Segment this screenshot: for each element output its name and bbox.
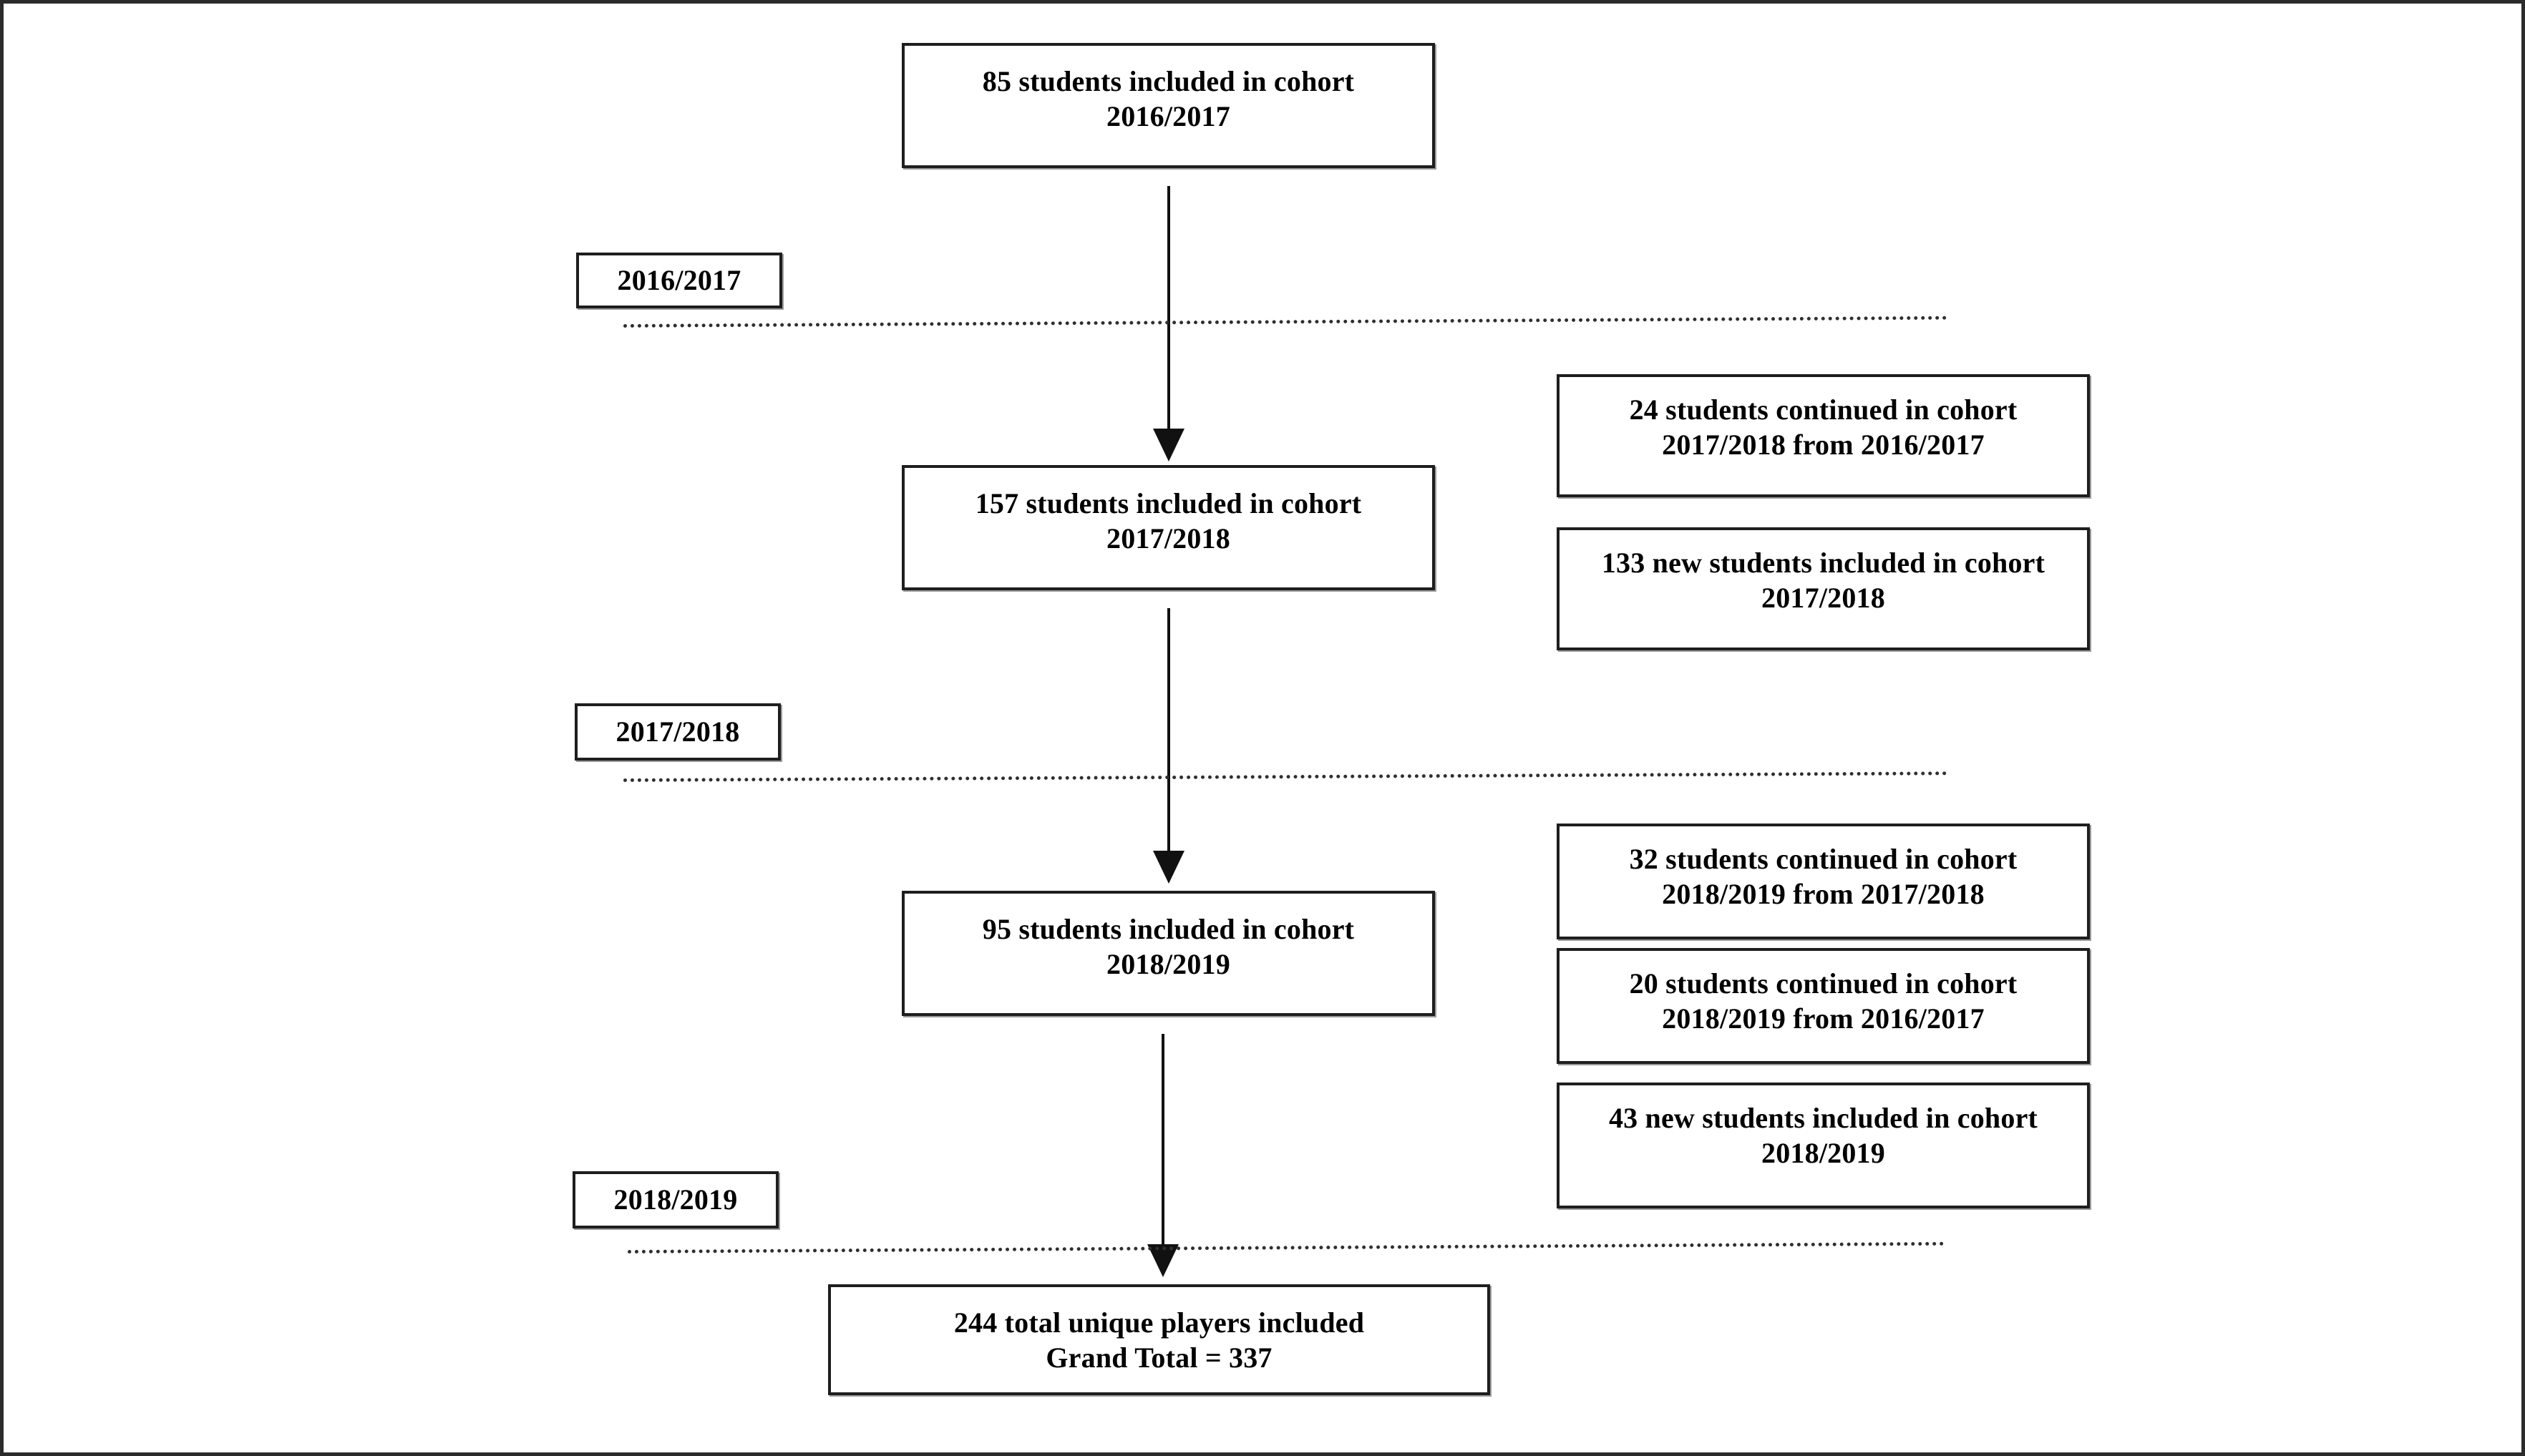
arrow-head-icon xyxy=(1153,851,1184,884)
flow-box-grand-total: 244 total unique players included Grand … xyxy=(828,1284,1490,1395)
year-tag-2017-2018: 2017/2018 xyxy=(575,703,781,761)
year-tag-2018-2019-label: 2018/2019 xyxy=(613,1183,738,1216)
phase-separator-2016-2017 xyxy=(623,316,1947,328)
annotation-box-continued-24: 24 students continued in cohort 2017/201… xyxy=(1557,374,2090,497)
flow-box-cohort-2017-2018: 157 students included in cohort 2017/201… xyxy=(902,465,1435,590)
annotation-box-new-133-label: 133 new students included in cohort 2017… xyxy=(1601,547,2045,614)
flow-box-cohort-2017-2018-label: 157 students included in cohort 2017/201… xyxy=(975,487,1362,554)
flow-box-cohort-2018-2019: 95 students included in cohort 2018/2019 xyxy=(902,891,1435,1016)
arrow-2016-to-2017 xyxy=(1147,186,1190,461)
flow-box-cohort-2018-2019-label: 95 students included in cohort 2018/2019 xyxy=(982,913,1355,980)
annotation-box-continued-24-label: 24 students continued in cohort 2017/201… xyxy=(1629,394,2018,461)
annotation-box-new-43-label: 43 new students included in cohort 2018/… xyxy=(1608,1102,2038,1169)
year-tag-2017-2018-label: 2017/2018 xyxy=(616,715,740,748)
arrow-2017-to-2018 xyxy=(1147,608,1190,884)
arrow-stem xyxy=(1167,186,1170,431)
flow-box-grand-total-label: 244 total unique players included Grand … xyxy=(953,1306,1365,1374)
flow-box-cohort-2016-2017-label: 85 students included in cohort 2016/2017 xyxy=(982,65,1355,132)
year-tag-2018-2019: 2018/2019 xyxy=(573,1171,779,1228)
annotation-box-continued-20: 20 students continued in cohort 2018/201… xyxy=(1557,948,2090,1064)
annotation-box-continued-32-label: 32 students continued in cohort 2018/201… xyxy=(1629,843,2018,910)
flow-box-cohort-2016-2017: 85 students included in cohort 2016/2017 xyxy=(902,43,1435,168)
phase-separator-2017-2018 xyxy=(623,771,1947,782)
flowchart-canvas: 85 students included in cohort 2016/2017… xyxy=(4,4,2521,1452)
annotation-box-continued-20-label: 20 students continued in cohort 2018/201… xyxy=(1629,967,2018,1035)
arrow-stem xyxy=(1167,608,1170,854)
year-tag-2016-2017: 2016/2017 xyxy=(576,253,782,308)
annotation-box-new-43: 43 new students included in cohort 2018/… xyxy=(1557,1083,2090,1208)
arrow-stem xyxy=(1162,1034,1164,1247)
annotation-box-new-133: 133 new students included in cohort 2017… xyxy=(1557,527,2090,650)
annotation-box-continued-32: 32 students continued in cohort 2018/201… xyxy=(1557,824,2090,939)
arrow-head-icon xyxy=(1147,1244,1179,1277)
arrow-head-icon xyxy=(1153,429,1184,461)
phase-separator-2018-2019 xyxy=(627,1241,1945,1254)
year-tag-2016-2017-label: 2016/2017 xyxy=(617,263,741,296)
arrow-2018-to-total xyxy=(1142,1034,1184,1277)
